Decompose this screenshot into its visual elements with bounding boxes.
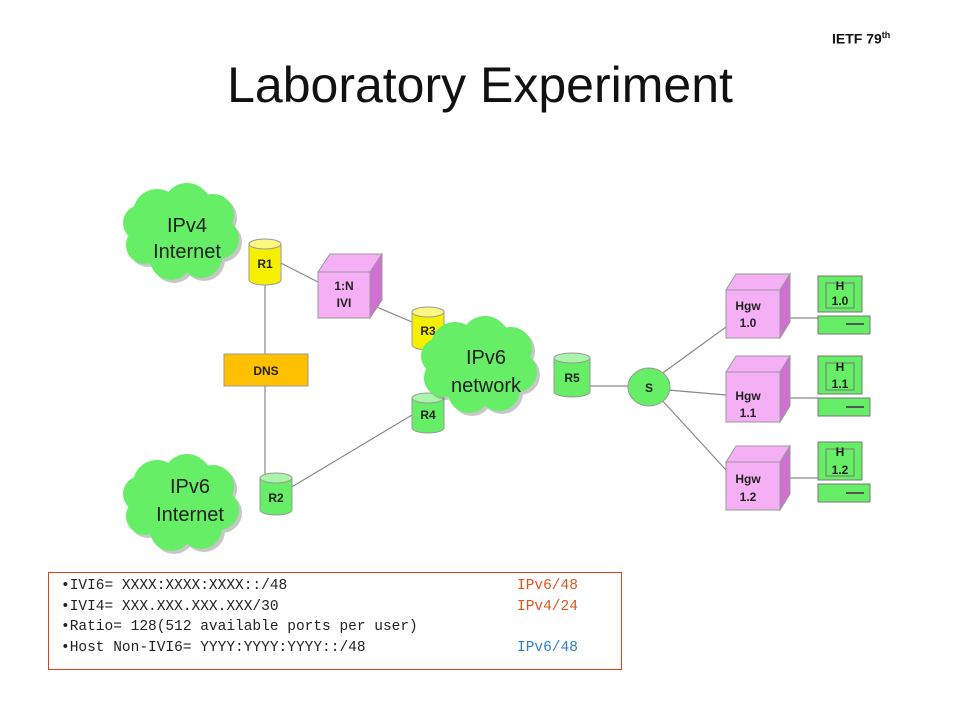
ivi-label-line2: IVI	[337, 296, 352, 310]
note-host-non-ivi6-prefix: IPv6/48	[517, 639, 578, 656]
note-ivi6-prefix: IPv6/48	[517, 578, 578, 594]
cloud-ipv6-internet: IPv6 Internet	[123, 454, 242, 554]
link-ivi-r3	[371, 304, 413, 323]
page-title: Laboratory Experiment	[227, 57, 733, 113]
router-r2: R2	[259, 472, 293, 516]
router-r3-label: R3	[420, 324, 436, 338]
host-1-2-label-line1: H	[836, 445, 845, 459]
host-1-2-label-line2: 1.2	[832, 463, 849, 477]
host-1-0-label-line1: H	[836, 279, 845, 293]
cloud-ipv6-internet-line1: IPv6	[170, 476, 210, 498]
switch-label: S	[645, 381, 653, 395]
hgw-1-2-label-line2: 1.2	[740, 490, 757, 504]
note-ivi4: •IVI4= XXX.XXX.XXX.XXX/30 IPv4/24	[61, 599, 621, 620]
host-1-1: H 1.1	[817, 355, 871, 417]
cloud-ipv6-network: IPv6 network	[421, 316, 540, 416]
router-r5: R5	[553, 352, 591, 398]
hgw-1-0-label-line1: Hgw	[735, 299, 761, 313]
router-r5-label: R5	[564, 371, 580, 385]
router-r2-label: R2	[268, 491, 284, 505]
router-r4-label: R4	[420, 408, 436, 422]
dns-label: DNS	[253, 364, 278, 378]
link-s-hgw1	[667, 389, 727, 396]
note-ivi4-text: •IVI4= XXX.XXX.XXX.XXX/30	[61, 598, 279, 615]
note-ivi6-text: •IVI6= XXXX:XXXX:XXXX::/48	[61, 578, 288, 594]
note-ratio: •Ratio= 128(512 available ports per user…	[61, 619, 621, 640]
conference-label: IETF 79th	[832, 30, 891, 47]
note-ivi6: •IVI6= XXXX:XXXX:XXXX::/48 IPv6/48	[61, 578, 621, 599]
router-r1: R1	[248, 238, 282, 286]
link-s-hgw2	[659, 397, 727, 471]
hgw-1-0: Hgw 1.0	[725, 272, 791, 340]
host-1-1-label-line1: H	[836, 360, 845, 374]
host-1-2: H 1.2	[817, 441, 871, 503]
switch-s: S	[627, 367, 671, 407]
router-r4: R4	[411, 392, 445, 434]
hgw-1-0-label-line2: 1.0	[740, 316, 757, 330]
ivi-label-line1: 1:N	[334, 279, 353, 293]
hgw-1-1-label-line1: Hgw	[735, 389, 761, 403]
ivi-gateway: 1:N IVI	[317, 252, 383, 320]
hgw-1-1: Hgw 1.1	[725, 354, 791, 424]
note-ratio-text: •Ratio= 128(512 available ports per user…	[61, 619, 418, 635]
hgw-1-2: Hgw 1.2	[725, 444, 791, 512]
note-ivi4-prefix: IPv4/24	[517, 598, 578, 615]
host-1-0: H 1.0	[817, 275, 871, 335]
cloud-ipv4-internet-line2: Internet	[153, 241, 221, 263]
address-notes-box: •IVI6= XXXX:XXXX:XXXX::/48 IPv6/48 •IVI4…	[48, 572, 622, 670]
hgw-1-2-label-line1: Hgw	[735, 472, 761, 486]
cloud-ipv4-internet-line1: IPv4	[167, 215, 207, 237]
cloud-ipv4-internet: IPv4 Internet	[123, 183, 242, 283]
note-host-non-ivi6-text: •Host Non-IVI6= YYYY:YYYY:YYYY::/48	[61, 639, 366, 656]
host-1-0-label-line2: 1.0	[832, 294, 849, 308]
dns-server: DNS	[223, 353, 309, 387]
cloud-ipv6-internet-line2: Internet	[156, 504, 224, 526]
host-1-1-label-line2: 1.1	[832, 377, 849, 391]
cloud-ipv6-network-line2: network	[451, 375, 522, 397]
note-host-non-ivi6: •Host Non-IVI6= YYYY:YYYY:YYYY::/48 IPv6…	[61, 640, 621, 661]
cloud-ipv6-network-line1: IPv6	[466, 347, 506, 369]
hgw-1-1-label-line2: 1.1	[740, 406, 757, 420]
link-s-hgw0	[659, 326, 727, 376]
router-r1-label: R1	[257, 257, 273, 271]
